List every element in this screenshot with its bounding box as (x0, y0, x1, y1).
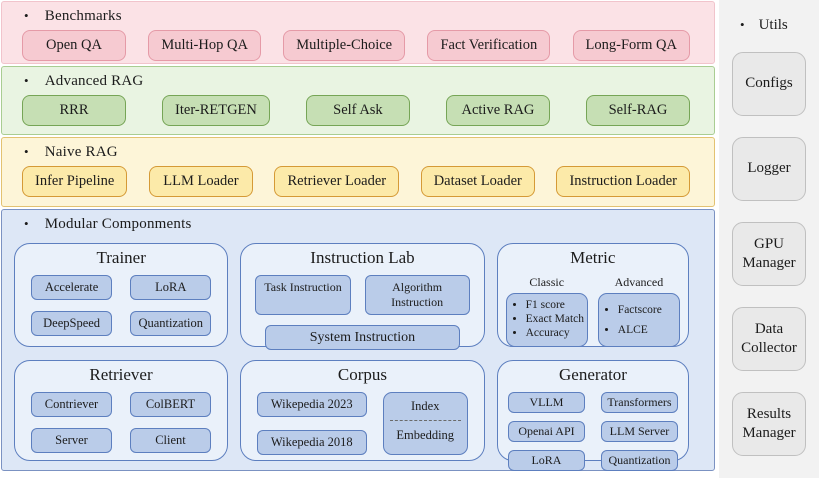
group-title: Generator (559, 365, 627, 384)
advanced-rag-item: Self-RAG (585, 95, 690, 126)
benchmark-item: Open QA (22, 30, 126, 61)
metric-item: Accuracy (526, 326, 585, 340)
metric-column-label: Advanced (614, 275, 664, 289)
advanced-rag-item: Iter-RETGEN (162, 95, 270, 126)
benchmark-item: Long-Form QA (572, 30, 690, 61)
benchmark-item: Fact Verification (427, 30, 551, 61)
metric-column-label: Classic (529, 275, 565, 289)
group-title: Trainer (96, 248, 146, 267)
section-title: Modular Componments (44, 216, 192, 232)
retriever-chip: Client (129, 428, 211, 453)
trainer-chip: Quantization (130, 311, 212, 336)
trainer-chip-grid: Accelerate LoRA DeepSpeed Quantization (25, 275, 217, 336)
metric-item: Exact Match (526, 312, 585, 326)
instruction-lab-chip-row: Task Instruction Algorithm Instruction (251, 275, 473, 315)
retriever-group: Retriever Contriever ColBERT Server Clie… (14, 360, 228, 461)
corpus-chip: Wikepedia 2023 (256, 392, 367, 417)
utils-item: Results Manager (732, 392, 806, 456)
naive-rag-section-label: • Naive RAG (2, 138, 714, 161)
metric-classic-box: F1 score Exact Match Accuracy (505, 293, 588, 347)
retriever-chip-grid: Contriever ColBERT Server Client (25, 392, 217, 453)
bullet-icon: • (24, 216, 29, 231)
generator-chip: LoRA (507, 450, 585, 471)
group-title: Corpus (337, 365, 388, 384)
naive-rag-item: Dataset Loader (420, 166, 535, 197)
trainer-chip: Accelerate (31, 275, 113, 300)
naive-rag-chip-row: Infer Pipeline LLM Loader Retriever Load… (2, 161, 714, 197)
utils-panel: • Utils Configs Logger GPU Manager Data … (719, 0, 819, 478)
generator-chip: Quantization (600, 450, 678, 471)
generator-group: Generator VLLM Transformers Openai API L… (496, 360, 689, 471)
section-title: Naive RAG (44, 144, 118, 160)
utils-item: Data Collector (732, 307, 806, 371)
retriever-chip: Server (31, 428, 112, 453)
benchmarks-section: • Benchmarks Open QA Multi-Hop QA Multip… (1, 1, 715, 64)
metric-advanced-column: Advanced Factscore ALCE (597, 275, 680, 347)
utils-item: GPU Manager (732, 222, 806, 286)
utils-item: Logger (732, 137, 806, 201)
advanced-rag-section-label: • Advanced RAG (2, 67, 714, 90)
bullet-icon: • (24, 73, 29, 88)
bullet-icon: • (24, 8, 29, 23)
corpus-group: Corpus Wikepedia 2023 Wikepedia 2018 Ind… (239, 360, 485, 461)
naive-rag-item: Retriever Loader (274, 166, 400, 197)
group-title: Retriever (89, 365, 153, 384)
metric-item: Factscore (618, 303, 677, 317)
diagram-main-column: • Benchmarks Open QA Multi-Hop QA Multip… (0, 0, 717, 478)
benchmark-item: Multiple-Choice (283, 30, 406, 61)
naive-rag-section: • Naive RAG Infer Pipeline LLM Loader Re… (1, 137, 715, 207)
trainer-chip: DeepSpeed (31, 311, 113, 336)
trainer-group: Trainer Accelerate LoRA DeepSpeed Quanti… (14, 243, 229, 347)
corpus-chip: Wikepedia 2018 (256, 430, 367, 455)
advanced-rag-item: Active RAG (445, 95, 550, 126)
modular-groups-row-1: Trainer Accelerate LoRA DeepSpeed Quanti… (2, 243, 714, 350)
bullet-icon: • (740, 17, 745, 32)
advanced-rag-item: RRR (22, 95, 126, 126)
dash-dot-divider (389, 420, 461, 421)
retriever-chip: Contriever (31, 392, 112, 417)
modular-components-section-label: • Modular Componments (2, 210, 714, 233)
index-embedding-box: Index Embedding (382, 392, 468, 455)
naive-rag-item: LLM Loader (148, 166, 253, 197)
generator-chip: Transformers (600, 392, 678, 413)
utils-panel-label: • Utils (719, 0, 788, 34)
generator-chip: VLLM (507, 392, 585, 413)
generator-chip-grid: VLLM Transformers Openai API LLM Server … (504, 392, 682, 471)
metric-classic-column: Classic F1 score Exact Match Accuracy (505, 275, 588, 347)
instruction-lab-group: Instruction Lab Task Instruction Algorit… (240, 243, 485, 350)
instruction-lab-chip: Algorithm Instruction (364, 275, 470, 315)
section-title: Benchmarks (44, 8, 122, 24)
embedding-label: Embedding (396, 428, 455, 442)
advanced-rag-chip-row: RRR Iter-RETGEN Self Ask Active RAG Self… (2, 90, 714, 126)
generator-chip: Openai API (507, 421, 585, 442)
section-title: Advanced RAG (44, 73, 144, 89)
benchmarks-section-label: • Benchmarks (2, 2, 714, 25)
retriever-chip: ColBERT (129, 392, 211, 417)
instruction-lab-chip: Task Instruction (255, 275, 351, 315)
naive-rag-item: Instruction Loader (556, 166, 690, 197)
system-instruction-chip: System Instruction (265, 325, 460, 350)
naive-rag-item: Infer Pipeline (22, 166, 128, 197)
benchmark-item: Multi-Hop QA (148, 30, 261, 61)
bullet-icon: • (24, 144, 29, 159)
metric-columns: Classic F1 score Exact Match Accuracy Ad… (504, 275, 682, 347)
corpus-body: Wikepedia 2023 Wikepedia 2018 Index Embe… (251, 392, 474, 455)
trainer-chip: LoRA (130, 275, 212, 300)
modular-components-section: • Modular Componments Trainer Accelerate… (1, 209, 715, 471)
generator-chip: LLM Server (600, 421, 678, 442)
corpus-wiki-chips: Wikepedia 2023 Wikepedia 2018 (256, 392, 367, 455)
advanced-rag-section: • Advanced RAG RRR Iter-RETGEN Self Ask … (1, 66, 715, 135)
index-label: Index (411, 399, 440, 413)
metric-group: Metric Classic F1 score Exact Match Accu… (496, 243, 689, 347)
benchmarks-chip-row: Open QA Multi-Hop QA Multiple-Choice Fac… (2, 25, 714, 61)
metric-item: ALCE (618, 323, 677, 337)
utils-item: Configs (732, 52, 806, 116)
section-title: Utils (758, 17, 788, 33)
modular-groups-row-2: Retriever Contriever ColBERT Server Clie… (2, 360, 714, 471)
metric-advanced-box: Factscore ALCE (597, 293, 680, 347)
group-title: Instruction Lab (310, 248, 415, 267)
group-title: Metric (570, 248, 616, 267)
metric-item: F1 score (526, 298, 585, 312)
advanced-rag-item: Self Ask (305, 95, 410, 126)
